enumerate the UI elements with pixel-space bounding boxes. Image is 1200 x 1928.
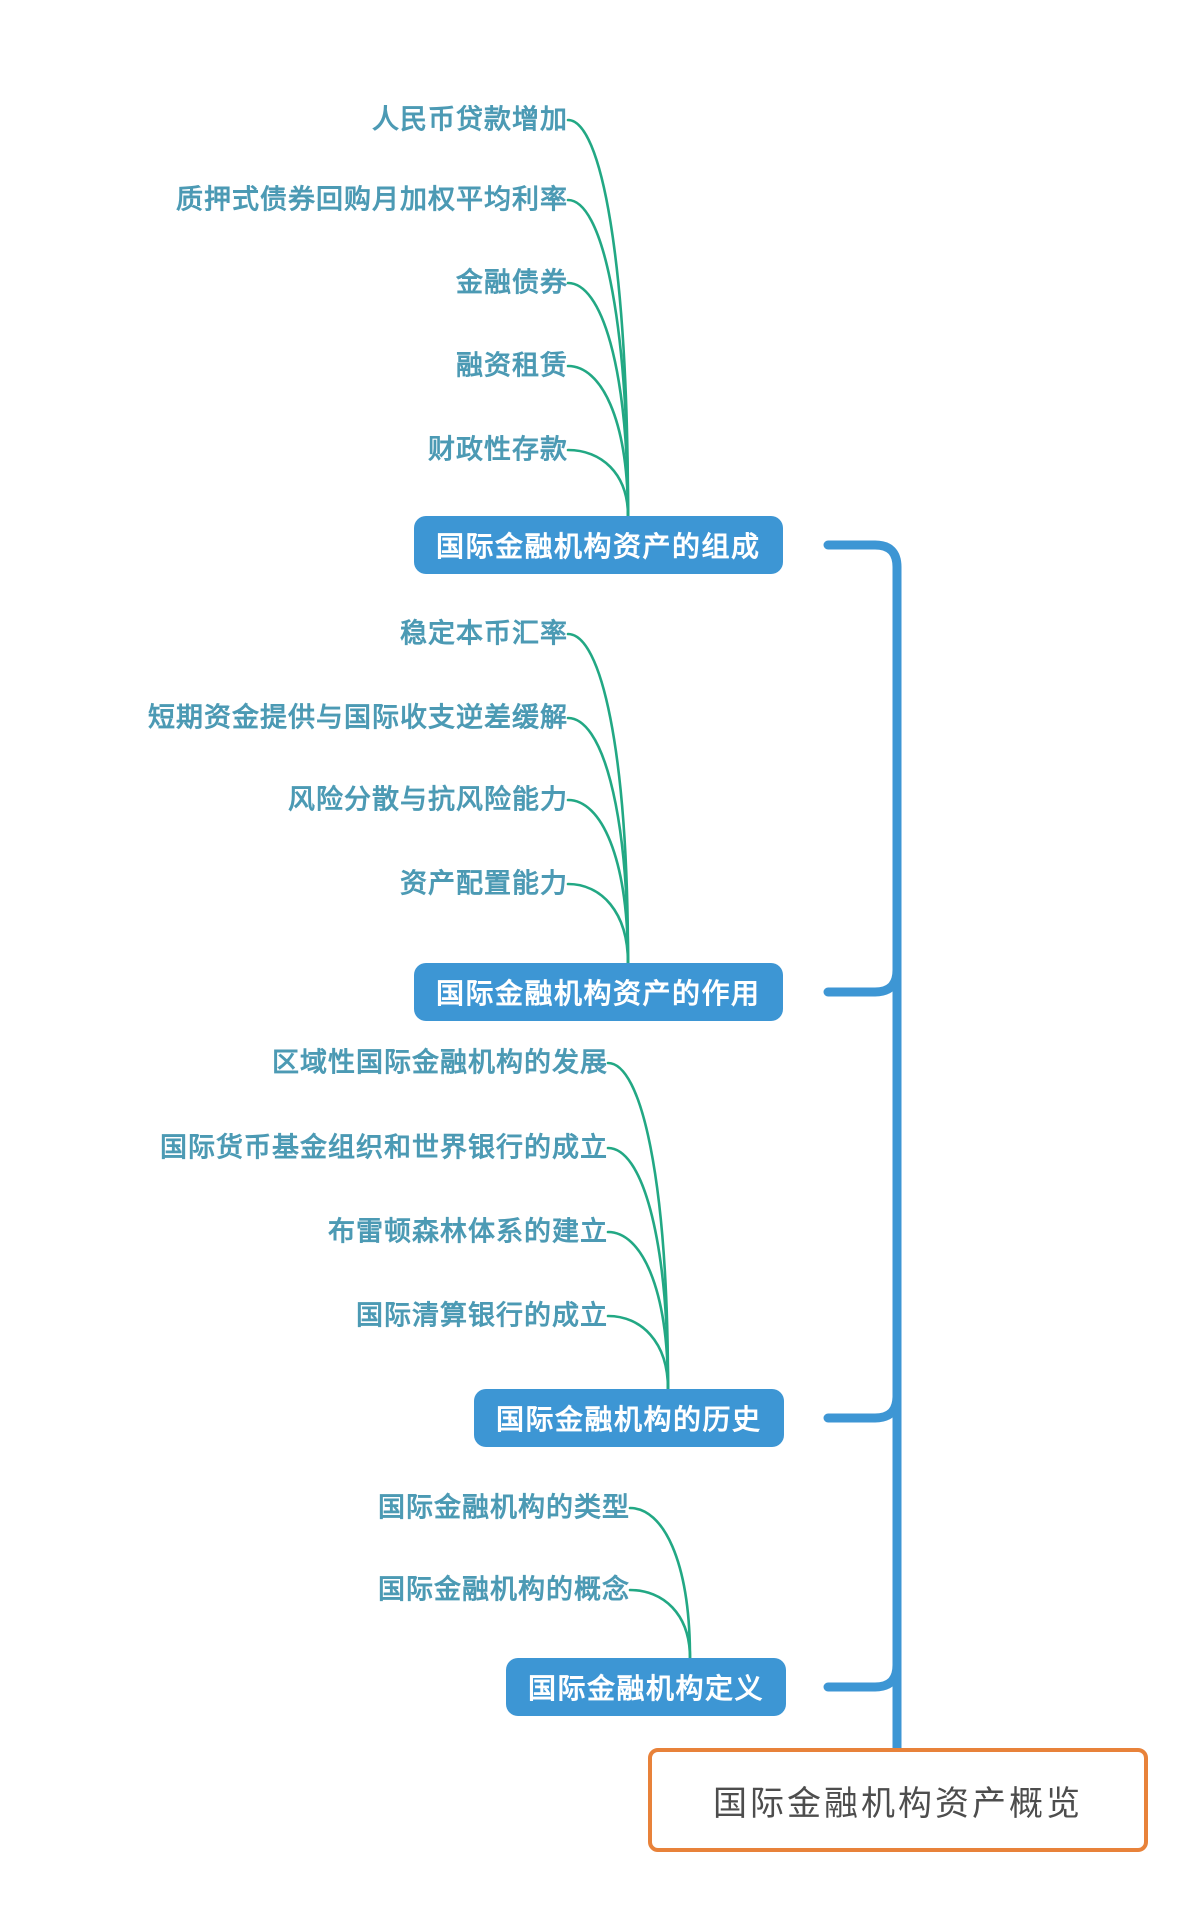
leaf-connector-11 xyxy=(606,1230,670,1391)
leaf-connector-13 xyxy=(628,1506,692,1660)
leaf-connector-14 xyxy=(628,1588,692,1660)
leaf-label[interactable]: 财政性存款 xyxy=(428,434,568,465)
leaf-label[interactable]: 金融债券 xyxy=(456,267,568,298)
leaf-label[interactable]: 布雷顿森林体系的建立 xyxy=(328,1216,608,1247)
leaf-label[interactable]: 质押式债券回购月加权平均利率 xyxy=(176,184,568,215)
leaf-connector-1 xyxy=(566,198,630,518)
leaf-connector-8 xyxy=(566,882,630,965)
leaf-connector-10 xyxy=(606,1146,670,1391)
branch-node-composition[interactable]: 国际金融机构资产的组成 xyxy=(414,516,783,574)
leaf-label[interactable]: 融资租赁 xyxy=(456,350,568,381)
leaf-connector-0 xyxy=(566,118,630,518)
branch-node-definition[interactable]: 国际金融机构定义 xyxy=(506,1658,787,1716)
branch-node-history[interactable]: 国际金融机构的历史 xyxy=(474,1389,784,1447)
leaf-connector-12 xyxy=(606,1314,670,1391)
spine-elbow-history xyxy=(823,1391,902,1423)
leaf-label[interactable]: 国际金融机构的概念 xyxy=(378,1574,630,1605)
branch-node-function[interactable]: 国际金融机构资产的作用 xyxy=(414,963,783,1021)
leaf-connector-6 xyxy=(566,716,630,965)
leaf-label[interactable]: 风险分散与抗风险能力 xyxy=(288,784,568,815)
leaf-connector-9 xyxy=(606,1061,670,1391)
leaf-label[interactable]: 国际金融机构的类型 xyxy=(378,1492,630,1523)
spine-elbow-function xyxy=(823,965,902,997)
leaf-connector-3 xyxy=(566,364,630,518)
leaf-label[interactable]: 短期资金提供与国际收支逆差缓解 xyxy=(148,702,568,733)
leaf-label[interactable]: 区域性国际金融机构的发展 xyxy=(272,1047,608,1078)
leaf-label[interactable]: 国际货币基金组织和世界银行的成立 xyxy=(160,1132,608,1163)
spine-elbow-composition xyxy=(823,540,902,572)
leaf-connector-4 xyxy=(566,448,630,518)
leaf-label[interactable]: 国际清算银行的成立 xyxy=(356,1300,608,1331)
leaf-label[interactable]: 人民币贷款增加 xyxy=(372,104,568,135)
leaf-label[interactable]: 稳定本币汇率 xyxy=(400,618,568,649)
leaf-connector-7 xyxy=(566,798,630,965)
leaf-connector-5 xyxy=(566,632,630,965)
leaf-label[interactable]: 资产配置能力 xyxy=(400,868,568,899)
spine-elbow-definition xyxy=(823,1660,902,1692)
root-node[interactable]: 国际金融机构资产概览 xyxy=(648,1748,1148,1852)
leaf-connector-2 xyxy=(566,281,630,518)
